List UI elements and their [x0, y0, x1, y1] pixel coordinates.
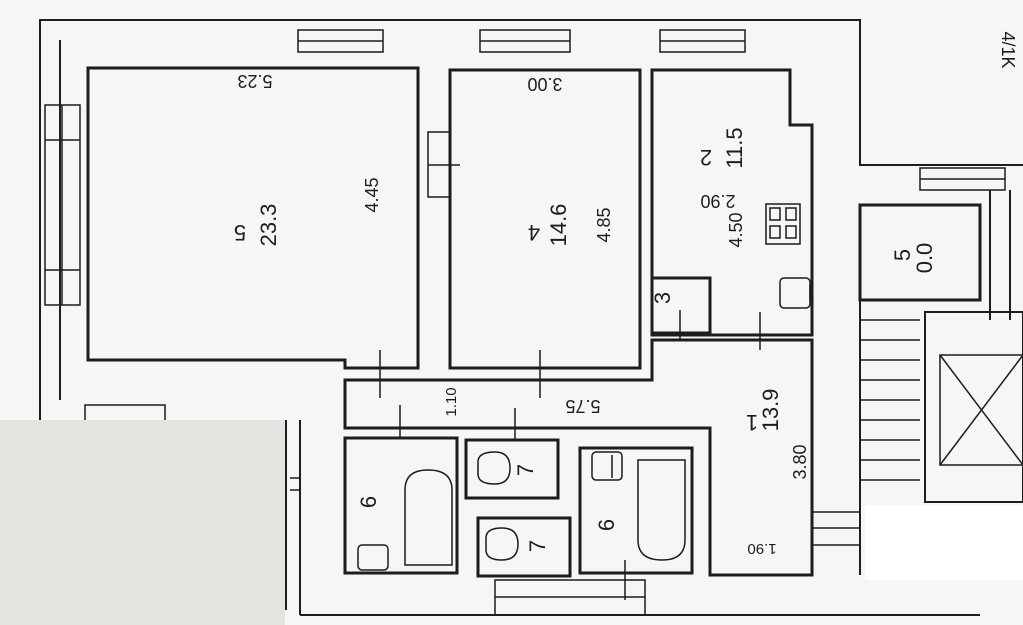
windows-left: [44, 104, 81, 306]
dim-width: 3.00: [527, 74, 562, 94]
dim-extra: 1.10: [443, 387, 460, 416]
windows-top: [297, 29, 1006, 191]
room-number: 3: [650, 292, 675, 304]
corner-label: 4/1K: [998, 31, 1018, 68]
stair-number: 5: [890, 249, 915, 261]
room-area: 11.5: [722, 127, 747, 168]
room-5: 5 23.3 5.23 4.45: [86, 66, 420, 370]
room-number: 1: [746, 410, 758, 435]
dim-height: 3.80: [790, 444, 810, 479]
room-number: 4: [528, 220, 540, 245]
entrance-door: [812, 511, 860, 546]
dim-small: 1.90: [747, 540, 776, 557]
room-1: 1 13.9 5.75 3.80 1.10 1.90: [343, 312, 814, 577]
room-area: 14.6: [546, 204, 571, 247]
dim-height: 4.85: [594, 207, 614, 242]
room-number: 7: [525, 540, 550, 552]
room-area: 13.9: [758, 389, 783, 432]
window-bottom: [494, 579, 646, 616]
room-3: 3: [650, 276, 712, 355]
dim-height: 4.45: [362, 177, 382, 212]
light-patch: [0, 420, 285, 625]
room-7a: 7: [464, 438, 560, 500]
room-2: 2 11.5 4.50 2.90: [650, 68, 814, 337]
room-6b: 6: [578, 446, 694, 600]
room-number: 7: [513, 464, 538, 476]
room-6a: 6: [343, 436, 459, 575]
dim-width: 5.75: [565, 396, 600, 416]
dim-height: 2.90: [700, 191, 735, 211]
room-number: 5: [234, 220, 246, 245]
white-patch: [865, 505, 1023, 580]
room-7b: 7: [476, 516, 572, 578]
room-4: 4 14.6 3.00 4.85: [427, 68, 642, 370]
room-number: 2: [700, 145, 712, 170]
room-number: 6: [594, 519, 619, 531]
stairwell: 5 0.0: [858, 190, 1023, 575]
room-number: 6: [356, 496, 381, 508]
dim-width: 5.23: [237, 71, 272, 91]
stair-area: 0.0: [912, 243, 937, 274]
dim-width: 4.50: [726, 212, 746, 247]
room-area: 23.3: [256, 204, 281, 247]
